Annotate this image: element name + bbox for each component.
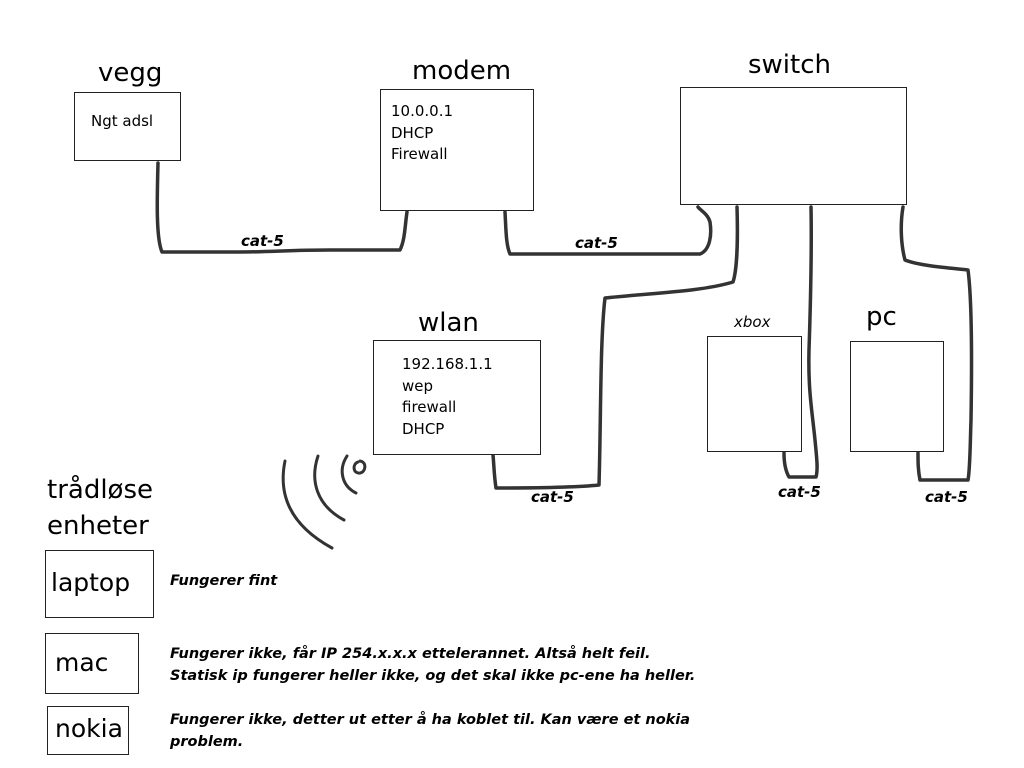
cable-label-pc-switch: cat-5 — [925, 488, 968, 506]
laptop-box: laptop — [45, 550, 154, 618]
modem-firewall: Firewall — [391, 145, 448, 163]
vegg-box: Ngt adsl — [74, 92, 181, 161]
pc-box — [850, 341, 944, 452]
modem-box: 10.0.0.1 DHCP Firewall — [380, 89, 534, 211]
cable-wlan-switch — [491, 205, 740, 490]
mac-note-line-1: Fungerer ikke, får IP 254.x.x.x ettelera… — [170, 646, 651, 662]
vegg-title: vegg — [98, 58, 163, 88]
switch-title: switch — [748, 50, 832, 80]
wlan-firewall: firewall — [402, 398, 457, 416]
nokia-box: nokia — [47, 706, 129, 755]
wlan-ip: 192.168.1.1 — [402, 355, 493, 373]
laptop-note-line: Fungerer fint — [170, 573, 278, 589]
modem-title: modem — [412, 56, 512, 86]
xbox-title: xbox — [734, 313, 771, 331]
wireless-heading-line2: enheter — [47, 511, 149, 541]
modem-dhcp: DHCP — [391, 123, 434, 142]
wlan-lines: 192.168.1.1 wep firewall DHCP — [402, 354, 493, 440]
cable-vegg-modem — [155, 161, 409, 254]
cable-label-modem-switch: cat-5 — [575, 234, 618, 252]
mac-box: mac — [45, 633, 139, 694]
nokia-note-line-2: problem. — [170, 734, 244, 750]
cable-label-wlan-switch: cat-5 — [531, 488, 574, 506]
cable-label-xbox-switch: cat-5 — [778, 483, 821, 501]
xbox-box — [707, 336, 802, 452]
cable-xbox-switch — [782, 205, 819, 479]
modem-lines: 10.0.0.1 DHCP Firewall — [391, 101, 453, 166]
laptop-note: Fungerer fint — [170, 570, 277, 592]
mac-note: Fungerer ikke, får IP 254.x.x.x ettelera… — [170, 643, 695, 687]
nokia-note: Fungerer ikke, detter ut etter å ha kobl… — [170, 709, 690, 753]
pc-title: pc — [866, 302, 897, 332]
cable-modem-switch — [503, 205, 713, 256]
wlan-box: 192.168.1.1 wep firewall DHCP — [373, 340, 541, 455]
laptop-label: laptop — [51, 568, 131, 597]
cable-label-vegg-modem: cat-5 — [241, 232, 284, 250]
mac-label: mac — [55, 648, 109, 677]
modem-ip: 10.0.0.1 — [391, 102, 454, 120]
wlan-title: wlan — [418, 308, 479, 338]
nokia-note-line-1: Fungerer ikke, detter ut etter å ha kobl… — [170, 712, 691, 728]
wireless-signal-icon — [281, 454, 367, 550]
mac-note-line-2: Statisk ip fungerer heller ikke, og det … — [170, 668, 696, 684]
vegg-line: Ngt adsl — [91, 112, 154, 130]
wireless-heading-line1: trådløse — [47, 475, 153, 505]
wlan-dhcp: DHCP — [402, 419, 445, 438]
nokia-label: nokia — [55, 714, 123, 743]
switch-box — [680, 87, 907, 205]
cable-pc-switch — [899, 205, 974, 482]
wlan-wep: wep — [402, 376, 434, 395]
